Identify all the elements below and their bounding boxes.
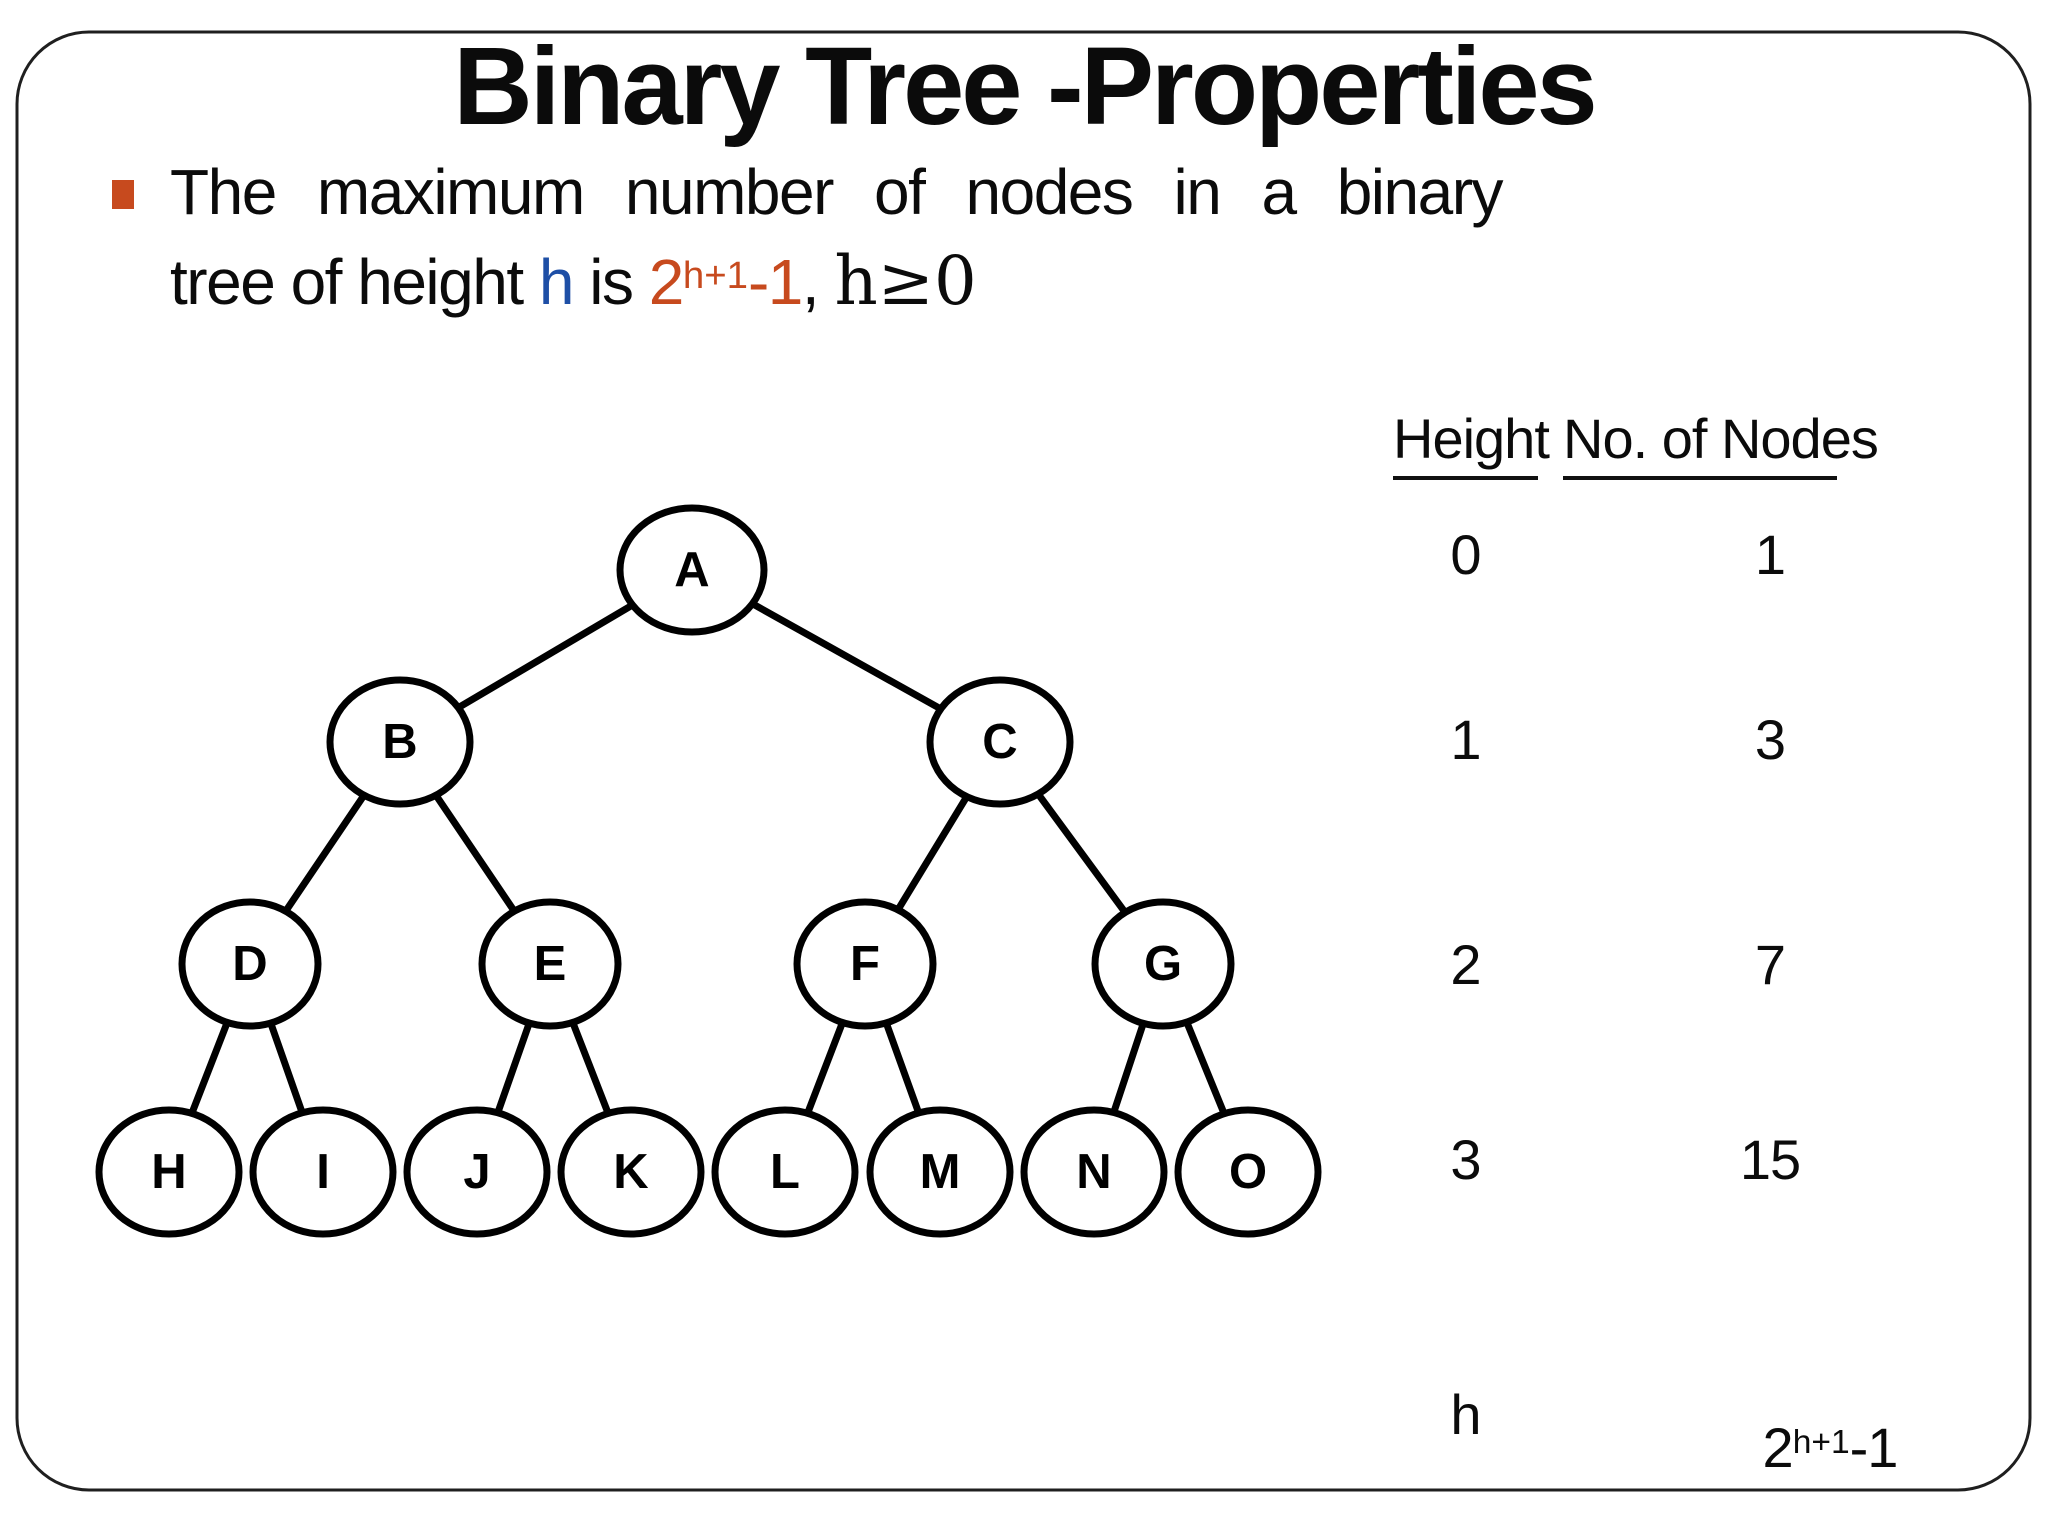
- table-header-height: Height: [1393, 404, 1550, 480]
- formula-base: 2: [648, 246, 685, 319]
- node-circle: [95, 1106, 243, 1238]
- formula-exponent: h+1: [682, 254, 748, 297]
- node-circle: [866, 1106, 1014, 1238]
- tree-node-l: L: [711, 1106, 859, 1238]
- node-label: E: [534, 937, 567, 991]
- node-label: B: [382, 715, 417, 769]
- tree-node-c: C: [926, 676, 1074, 808]
- slide-title: Binary Tree -Properties: [453, 25, 1597, 148]
- node-label: L: [770, 1145, 800, 1199]
- table-cell-height: 1: [1450, 708, 1481, 771]
- node-label: G: [1144, 937, 1182, 991]
- table-cell-nodes-formula: 2h+1-1: [1690, 1408, 1970, 1483]
- node-circle: [249, 1106, 397, 1238]
- node-circle: [178, 898, 322, 1030]
- tree-node-k: K: [557, 1106, 705, 1238]
- tree-node-n: N: [1020, 1106, 1168, 1238]
- node-label: D: [232, 937, 267, 991]
- tree-node-f: F: [793, 898, 937, 1030]
- node-label: C: [982, 715, 1017, 769]
- bullet-text: The maximum number of nodes in a binary …: [170, 150, 1504, 324]
- node-circle: [557, 1106, 705, 1238]
- bullet-line-1: The maximum number of nodes in a binary: [170, 156, 1504, 228]
- tree-edges: [165, 566, 1252, 1174]
- node-label: K: [613, 1145, 648, 1199]
- max-nodes-formula: 2h+1-1: [648, 246, 804, 319]
- tree-node-g: G: [1091, 898, 1235, 1030]
- formula-tail: -1: [1849, 1416, 1899, 1480]
- node-label: H: [151, 1145, 186, 1199]
- line2-prefix: tree of height: [170, 246, 539, 319]
- tree-node-d: D: [178, 898, 322, 1030]
- tree-node-b: B: [326, 676, 474, 808]
- tree-node-o: O: [1174, 1106, 1322, 1238]
- line2-comma: ,: [801, 246, 835, 319]
- node-circle: [326, 676, 474, 808]
- table-cell-nodes: 7: [1754, 933, 1786, 996]
- tree-node-m: M: [866, 1106, 1014, 1238]
- node-circle: [1174, 1106, 1322, 1238]
- tree-node-i: I: [249, 1106, 397, 1238]
- table-cell-height: 2: [1450, 933, 1481, 996]
- node-circle: [616, 504, 768, 636]
- formula-tail: -1: [747, 246, 803, 319]
- table-header-nodes: No. of Nodes: [1563, 404, 1879, 480]
- bullet-square-icon: [112, 180, 134, 209]
- table-cell-nodes: 15: [1739, 1128, 1801, 1191]
- node-label: A: [674, 543, 709, 597]
- height-constraint: h≥0: [834, 242, 977, 321]
- table-cell-height: 0: [1450, 523, 1481, 586]
- node-label: F: [850, 937, 880, 991]
- node-label: O: [1229, 1145, 1267, 1199]
- node-circle: [793, 898, 937, 1030]
- formula-exponent: h+1: [1792, 1424, 1850, 1461]
- tree-node-h: H: [95, 1106, 243, 1238]
- node-label: M: [920, 1145, 961, 1199]
- node-circle: [1020, 1106, 1168, 1238]
- node-label: I: [316, 1145, 330, 1199]
- table-cell-height: h: [1450, 1383, 1481, 1446]
- tree-node-e: E: [478, 898, 622, 1030]
- node-label: N: [1076, 1145, 1111, 1199]
- node-circle: [403, 1106, 551, 1238]
- line2-is: is: [572, 246, 649, 319]
- formula-base: 2: [1762, 1416, 1794, 1480]
- height-variable: h: [538, 246, 575, 319]
- tree-node-j: J: [403, 1106, 551, 1238]
- node-circle: [711, 1106, 859, 1238]
- slide-border: [15, 30, 2032, 1492]
- bullet-line-2: tree of height h is 2h+1-1, h≥0: [170, 234, 1502, 324]
- table-cell-nodes: 1: [1754, 523, 1786, 586]
- node-circle: [926, 676, 1074, 808]
- tree-node-a: A: [616, 504, 768, 636]
- node-circle: [478, 898, 622, 1030]
- table-cell-nodes: 3: [1754, 708, 1786, 771]
- node-label: J: [463, 1145, 490, 1199]
- node-circle: [1091, 898, 1235, 1030]
- table-cell-height: 3: [1450, 1128, 1481, 1191]
